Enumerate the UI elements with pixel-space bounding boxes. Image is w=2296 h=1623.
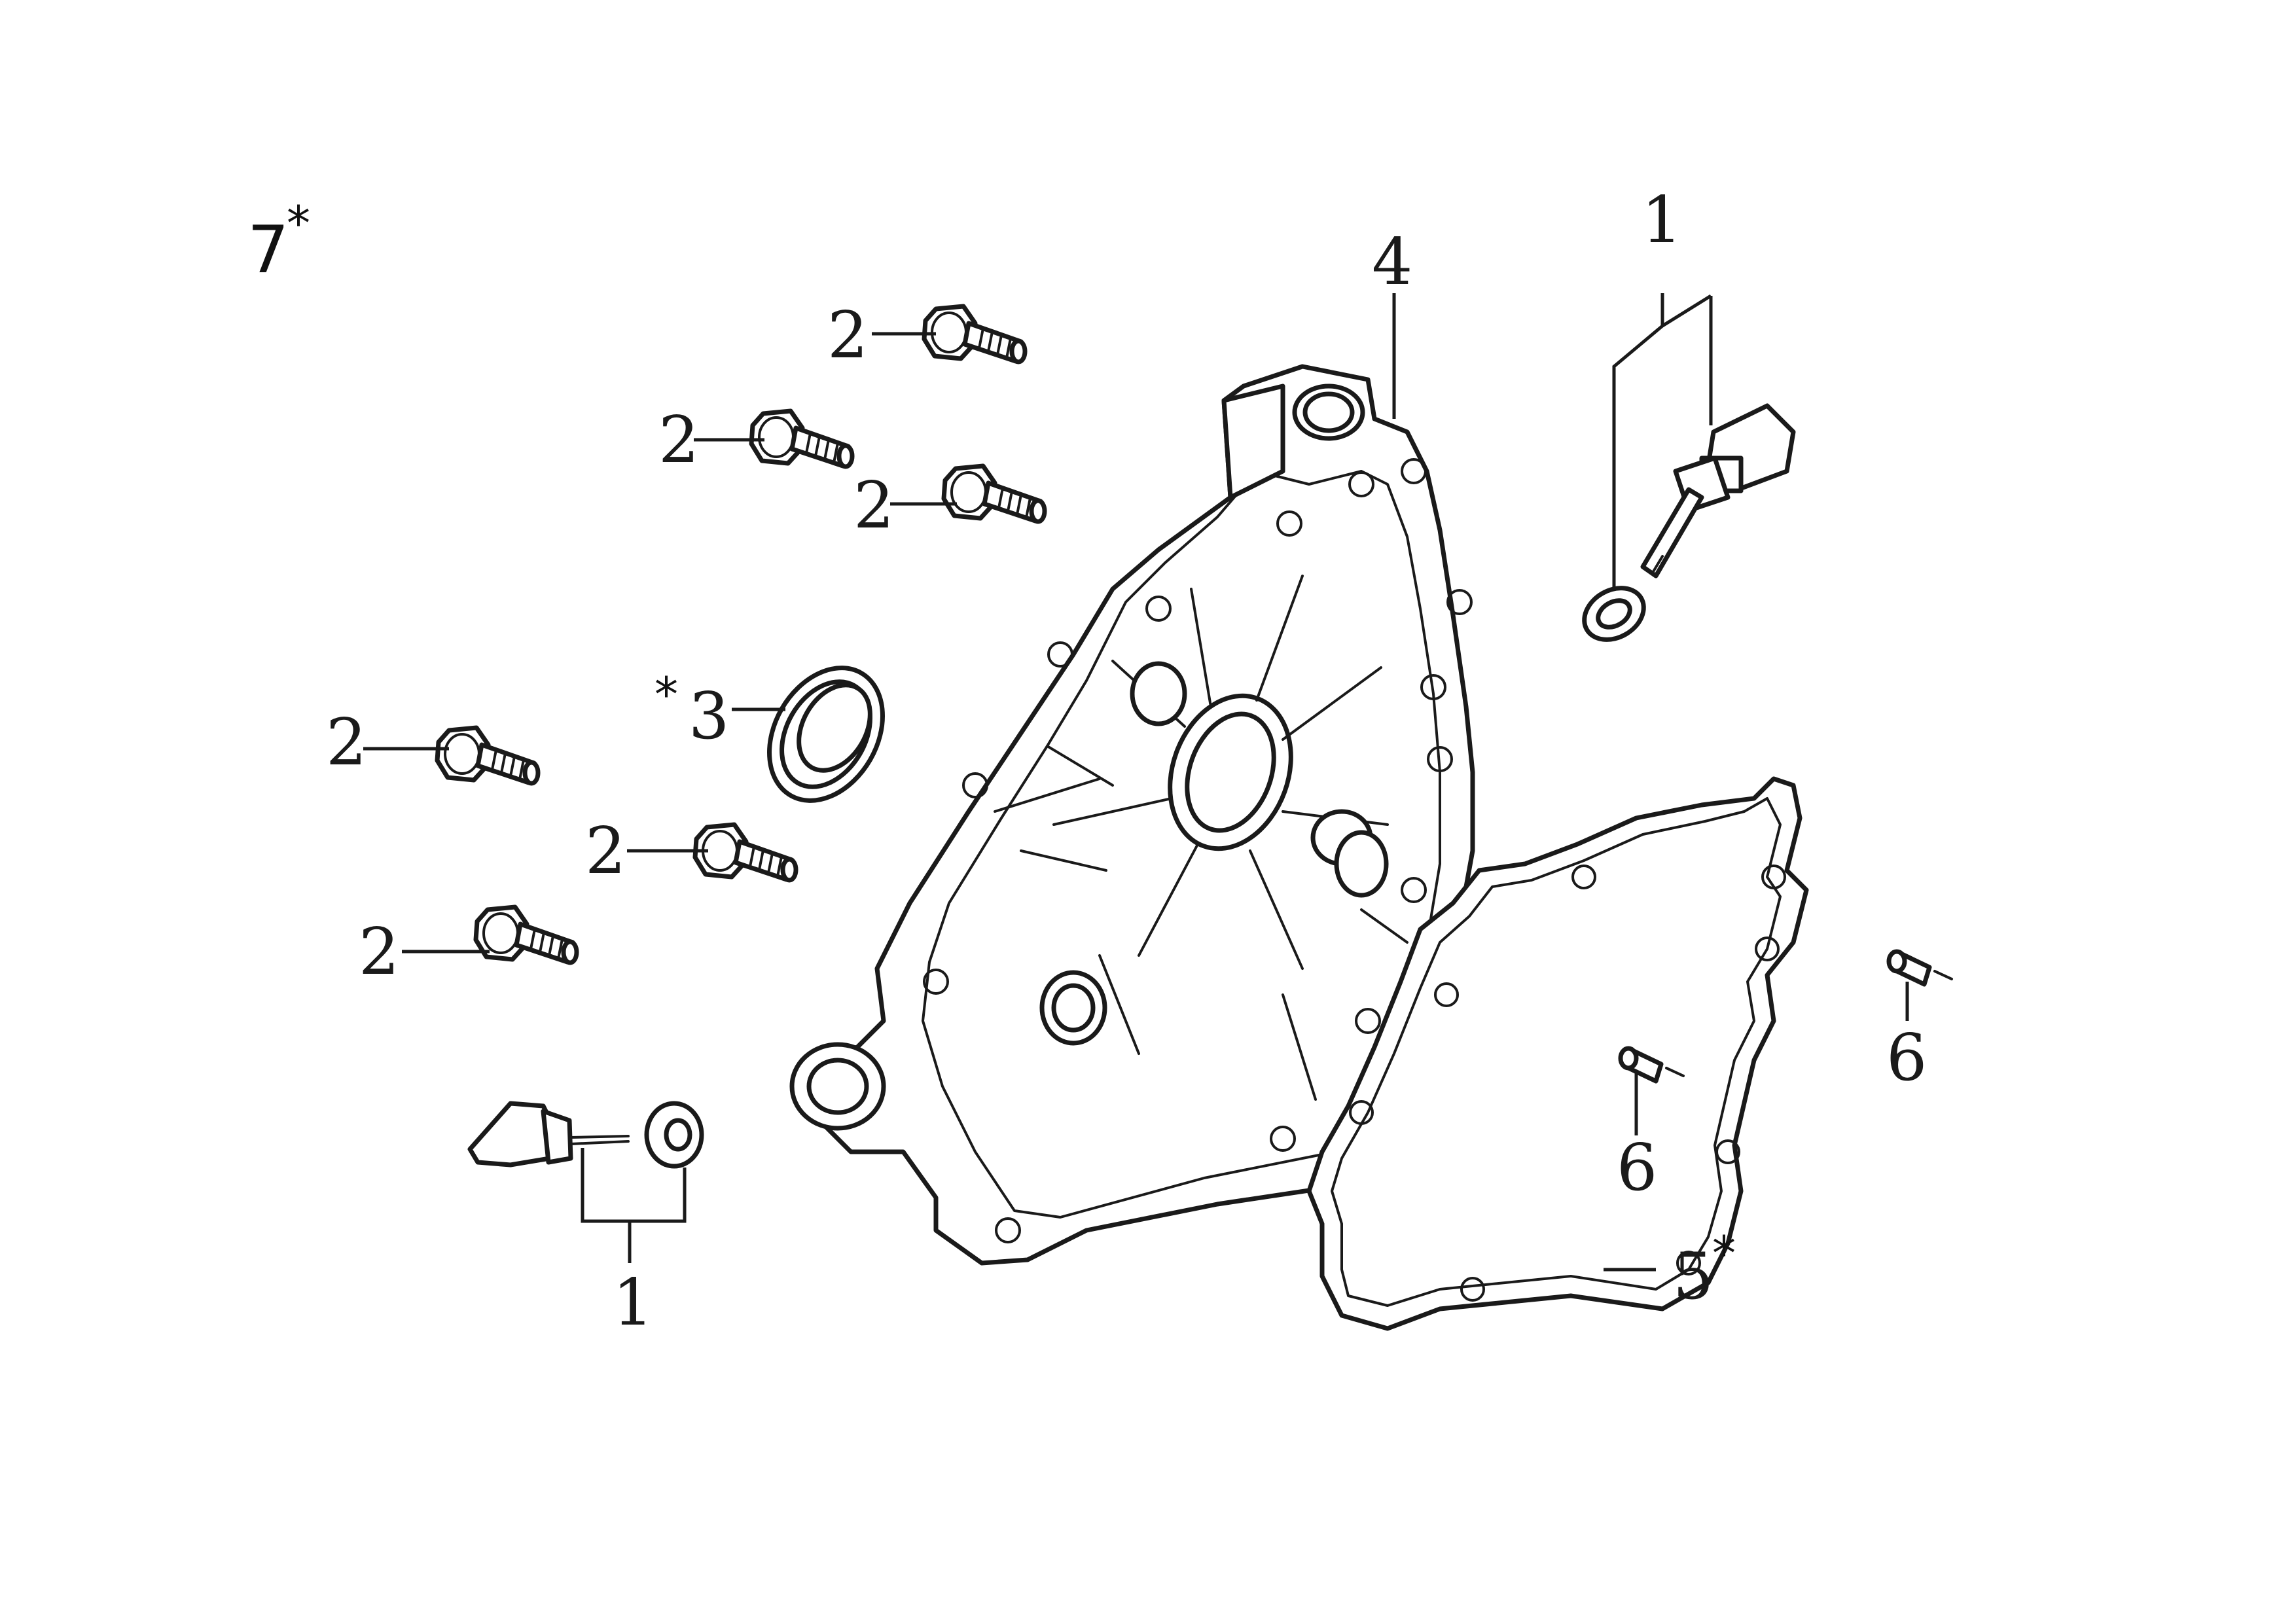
dowel-pin-icon [1889,952,1952,984]
crankcase-cover [789,364,1475,1266]
flange-bolt-icon [751,411,852,467]
cover-gasket [1306,776,1809,1331]
callout-oil-seal: 3 [689,679,729,754]
callout-bolt: 2 [359,915,399,990]
callout-bolt: 2 [326,705,367,780]
callout-dowel-pin: 6 [1886,1021,1927,1096]
oil-seal-icon [767,666,885,803]
callout-crankcase-cover: 4 [1372,225,1412,300]
callout-oil-seal-star: * [655,667,678,722]
callout-oil-plug: 1 [1641,183,1682,258]
flange-bolt-icon [924,306,1025,362]
callout-dowel-pin: 6 [1617,1131,1657,1205]
oil-filler-plug-icon [467,1101,704,1169]
callout-bolt: 2 [585,814,626,889]
flange-bolt-icon [695,825,796,880]
oil-filler-plug-icon [1582,403,1796,642]
assembly-number: 7 [247,211,289,288]
callout-oil-plug: 1 [613,1266,653,1340]
callout-bolt: 2 [853,469,894,543]
callout-bolt: 2 [658,403,699,478]
callout-gasket: 5 [1673,1240,1713,1314]
leader-lines [363,293,1909,1272]
assembly-star: * [287,196,310,251]
flange-bolt-icon [944,466,1045,522]
callout-bolt: 2 [827,298,868,373]
flange-bolt-icon [437,728,538,783]
flange-bolt-icon [476,907,577,963]
callout-gasket-star: * [1712,1226,1736,1281]
